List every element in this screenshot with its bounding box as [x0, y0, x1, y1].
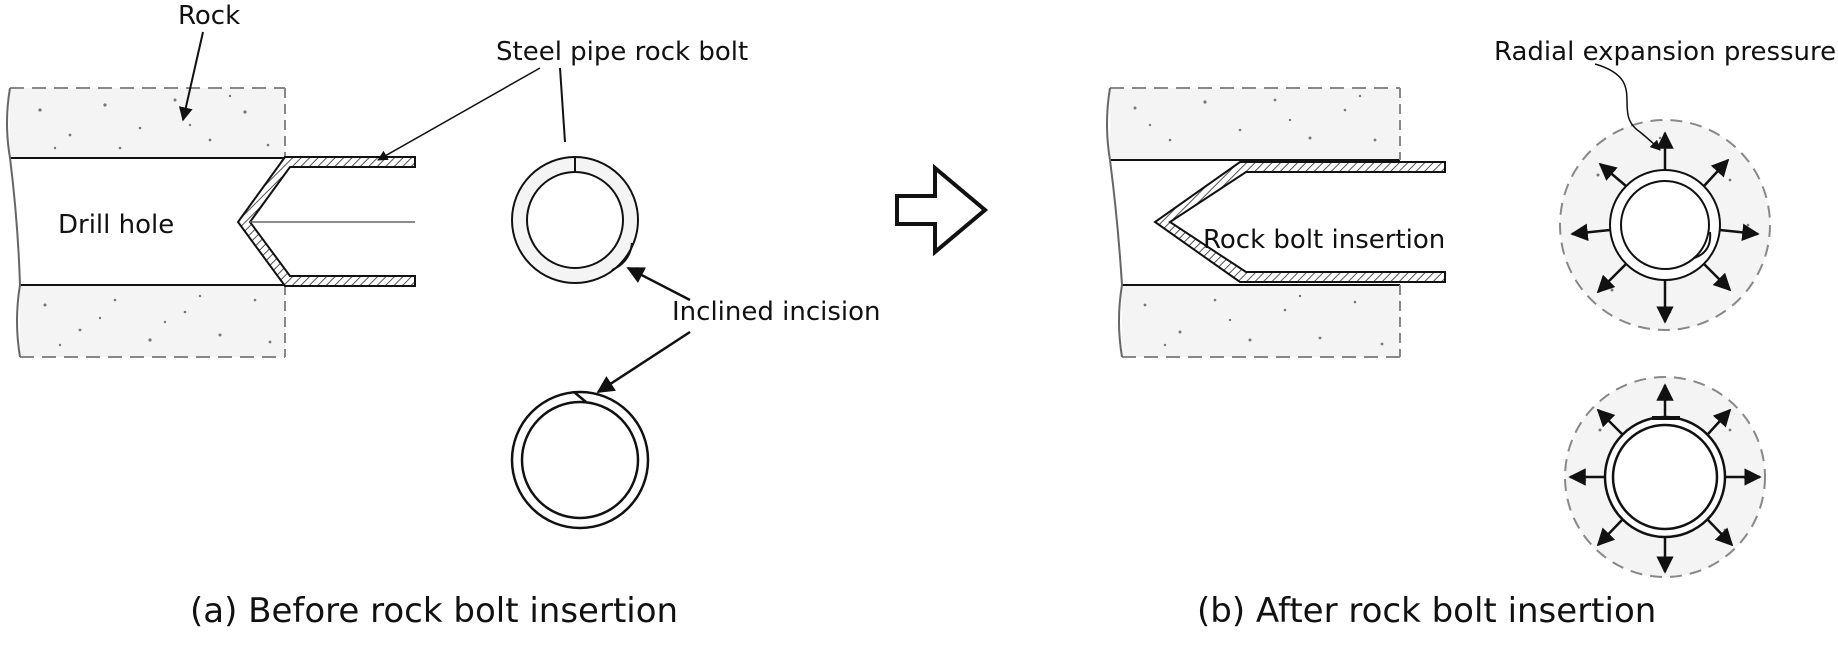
caption-a: (a) Before rock bolt insertion	[190, 591, 678, 631]
leader-radial-pressure	[1594, 63, 1661, 151]
leader-bolt-a	[377, 67, 541, 161]
label-steel-pipe-rock-bolt: Steel pipe rock bolt	[496, 37, 748, 67]
label-drill-hole: Drill hole	[58, 210, 174, 240]
bolt-cross-section-a-bottom	[510, 390, 650, 530]
panel-b: Rock bolt insertion Radial expansion pre…	[1106, 37, 1836, 578]
label-rock-bolt-insertion: Rock bolt insertion	[1203, 225, 1445, 255]
pressure-arrows-bottom	[1568, 383, 1762, 574]
steel-pipe-bolt-a	[236, 156, 416, 287]
leader-incision-bottom	[596, 330, 691, 394]
rock-upper-a	[6, 87, 286, 159]
leader-incision-top	[626, 266, 691, 302]
steel-pipe-bolt-b	[1153, 161, 1446, 283]
panel-a: Rock Steel pipe rock bolt Drill hole Inc…	[6, 1, 881, 530]
leader-rock	[178, 31, 204, 122]
drill-hole-edge	[9, 157, 21, 286]
rock-lower-a	[16, 284, 286, 358]
pressure-arrows-top	[1570, 131, 1760, 324]
label-radial-expansion-pressure: Radial expansion pressure	[1494, 37, 1836, 67]
rock-lower-b	[1118, 284, 1401, 358]
label-rock: Rock	[178, 1, 240, 31]
rock-upper-b	[1106, 87, 1401, 161]
bolt-cross-section-a-top	[511, 156, 639, 284]
rock-speckles-b	[1133, 94, 1384, 347]
drill-hole-edge-b	[1109, 159, 1123, 286]
right-arrow-icon	[895, 163, 989, 257]
label-inclined-incision: Inclined incision	[672, 297, 881, 327]
rock-speckles-a	[38, 94, 272, 347]
leader-bolt-ring	[559, 67, 566, 143]
caption-b: (b) After rock bolt insertion	[1197, 591, 1656, 631]
